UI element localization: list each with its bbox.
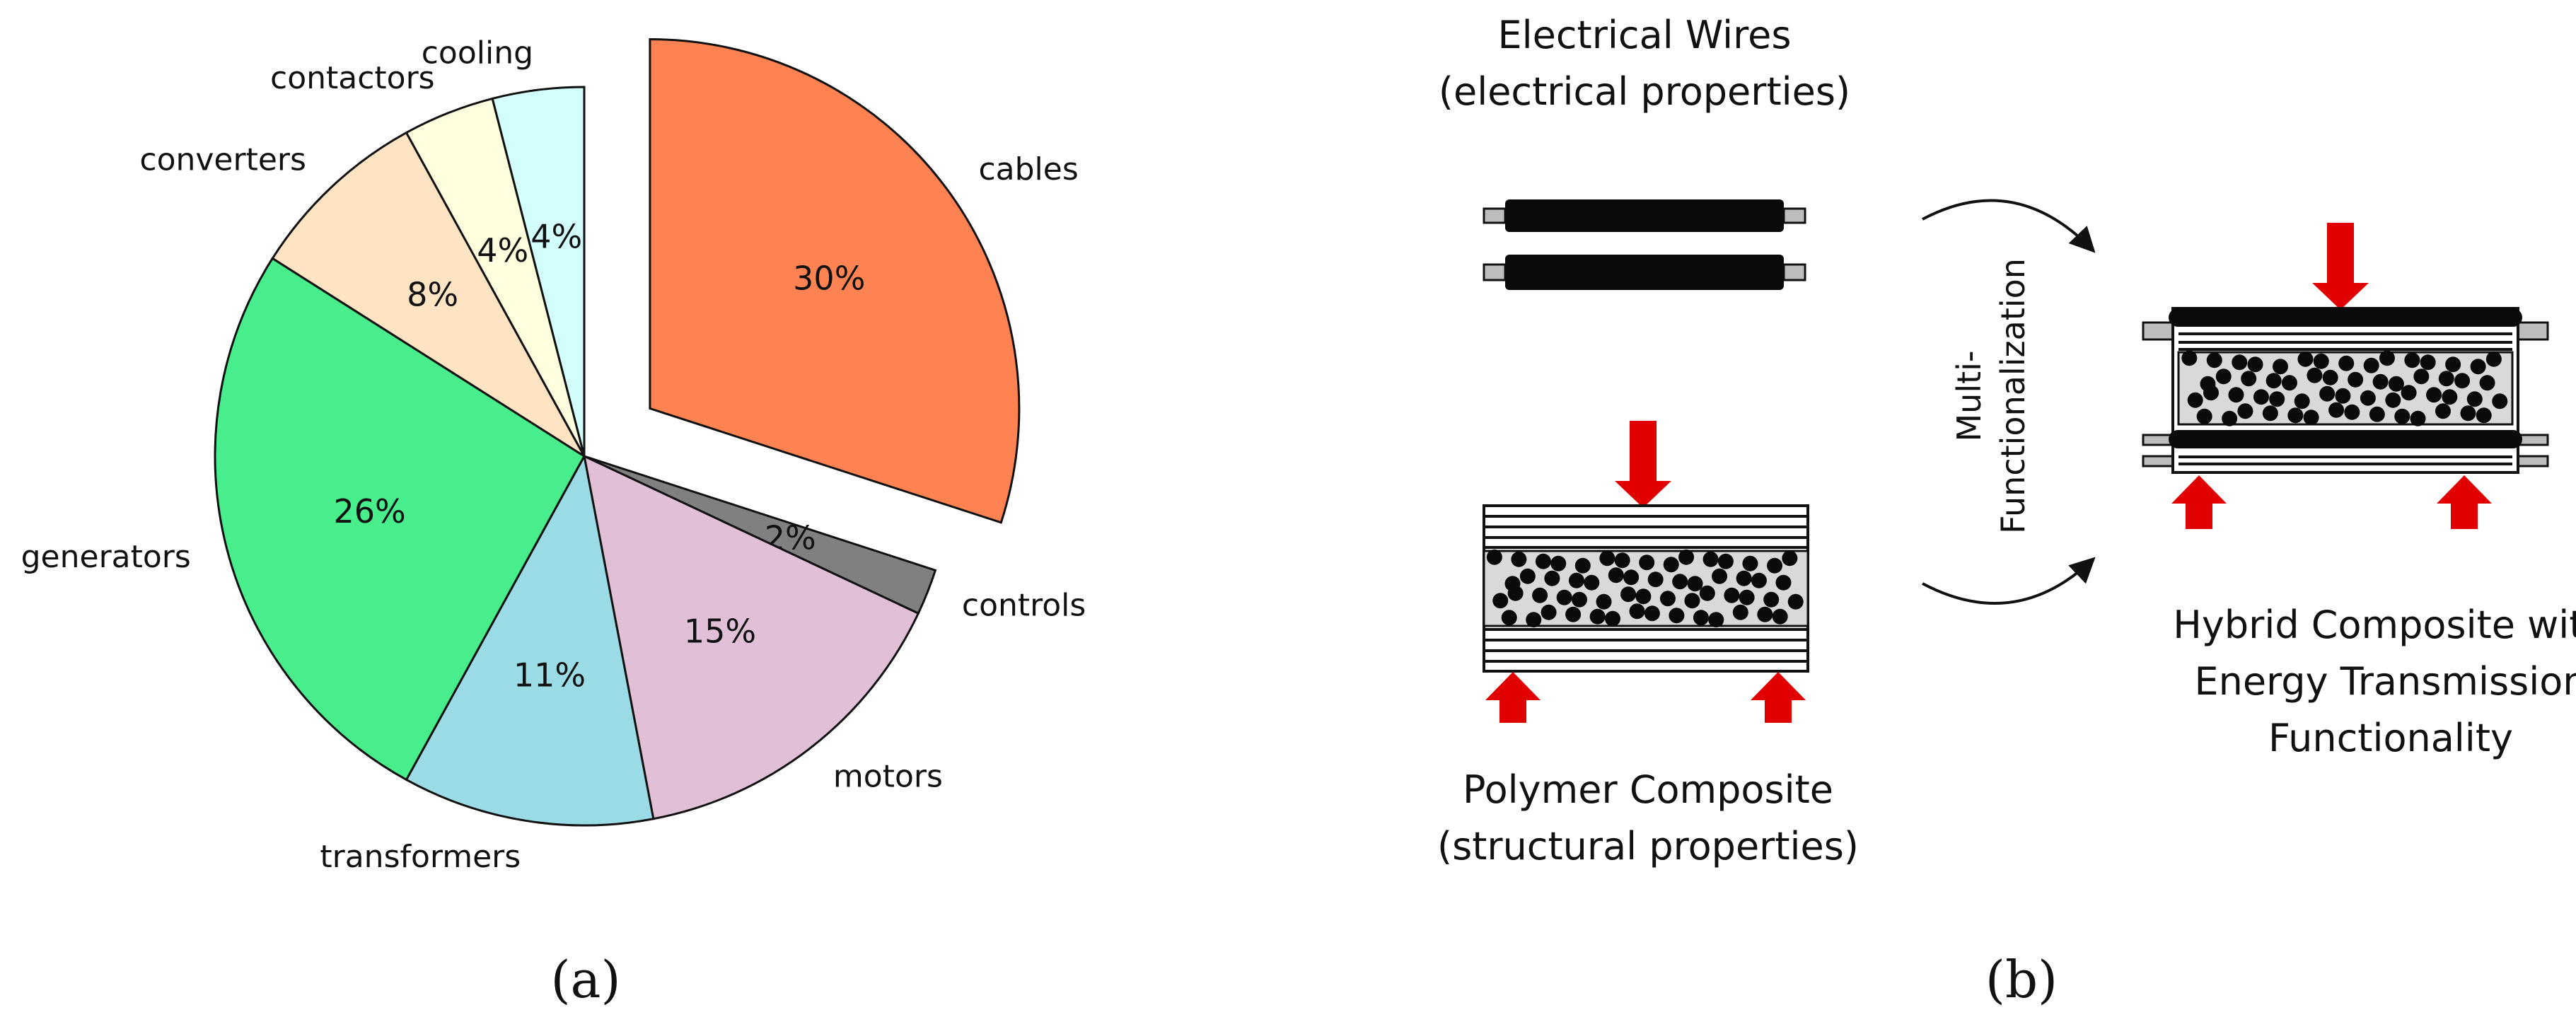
pie-category-label: converters	[139, 141, 306, 178]
hybrid-composite-block	[2142, 307, 2549, 474]
pie-slice-cooling	[491, 86, 586, 457]
pie-slice-generators	[214, 257, 586, 782]
pie-pct-label: 4%	[477, 231, 528, 269]
pie-slice-cables	[649, 37, 1021, 524]
pie-category-label: generators	[21, 539, 191, 575]
composite-subtitle: (structural properties)	[1437, 824, 1859, 869]
pie-slice-motors	[582, 454, 920, 820]
pie-category-label: controls	[962, 587, 1086, 623]
panel-label-a: (a)	[550, 950, 620, 1009]
pie-category-label: transformers	[320, 839, 521, 875]
load-arrow-down-icon	[2312, 223, 2369, 310]
pie-category-label: cooling	[422, 35, 533, 71]
support-arrow-up-icon	[2171, 475, 2227, 529]
polymer-composite-block	[1483, 504, 1809, 673]
support-arrow-up-icon	[2437, 475, 2492, 529]
pie-slice-transformers	[405, 453, 655, 827]
panel-label-b: (b)	[1985, 950, 2058, 1009]
pie-pct-label: 4%	[530, 217, 582, 255]
pie-pct-label: 30%	[793, 259, 865, 297]
support-arrow-up-icon	[1751, 672, 1806, 723]
pie-category-label: cables	[978, 151, 1078, 187]
pie-pct-label: 11%	[514, 656, 586, 694]
process-label-line2: Functionalization	[1994, 258, 2032, 534]
hybrid-title-line1: Hybrid Composite with	[2173, 603, 2576, 647]
pie-slice-converters	[271, 131, 586, 458]
support-arrow-up-icon	[1485, 672, 1541, 723]
pie-category-label: contactors	[270, 60, 435, 96]
pie-category-label: motors	[833, 759, 943, 795]
multifunctional-composite-diagram: Electrical Wires (electrical properties)	[1437, 13, 2576, 869]
composite-title: Polymer Composite	[1463, 767, 1833, 812]
hybrid-title-line2: Energy Transmission	[2194, 659, 2576, 704]
curved-arrow-icon	[1922, 557, 2096, 605]
hybrid-title-line3: Functionality	[2268, 716, 2513, 760]
wire	[1483, 199, 1806, 232]
pie-chart: 30%cables2%controls15%motors11%transform…	[21, 35, 1086, 875]
wires-subtitle: (electrical properties)	[1439, 69, 1850, 114]
curved-arrow-icon	[1922, 199, 2096, 253]
wires-title: Electrical Wires	[1498, 13, 1792, 57]
electrical-wires	[1483, 199, 1806, 290]
pie-pct-label: 8%	[407, 276, 458, 314]
load-arrow-down-icon	[1615, 421, 1671, 508]
pie-pct-label: 26%	[334, 492, 406, 530]
wire	[1483, 255, 1806, 290]
process-label-line1: Multi-	[1950, 350, 1988, 441]
pie-pct-label: 15%	[684, 612, 756, 650]
